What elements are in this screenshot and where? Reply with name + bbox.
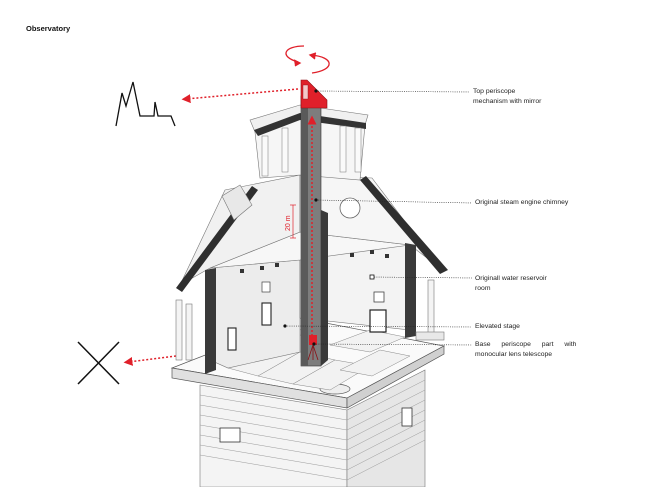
height-dimension: 20 m	[285, 204, 296, 239]
annotation-leaders	[284, 90, 473, 346]
cut-section-walls	[205, 243, 416, 374]
porch-columns	[175, 279, 445, 361]
label-line: Top periscope	[473, 88, 516, 95]
leader-points	[283, 89, 375, 346]
top-periscope-mechanism	[300, 79, 328, 109]
label-water-reservoir: Originall water reservoir room	[475, 274, 547, 293]
label-line: mechanism with mirror	[473, 97, 542, 105]
label-base-periscope: Base periscope part with monocular lens …	[475, 340, 588, 359]
label-line: Elevated stage	[475, 323, 520, 330]
label-line: monocular lens telescope	[475, 350, 553, 358]
cupola	[249, 104, 369, 181]
mansard-roof	[176, 174, 448, 292]
mountain-silhouette-icon	[115, 81, 176, 127]
label-line: Base periscope part with	[475, 341, 577, 348]
chimney	[300, 95, 328, 367]
label-line: room	[475, 284, 491, 292]
view-line-top	[181, 88, 299, 104]
base-periscope-telescope	[307, 335, 319, 361]
label-top-periscope: Top periscope mechanism with mirror	[473, 87, 541, 106]
label-line: Originall water reservoir	[475, 275, 547, 282]
rotation-arrows-icon	[285, 45, 330, 74]
building-lower-tower	[199, 369, 426, 487]
view-line-bottom	[123, 355, 177, 366]
label-line: Original steam engine chimney	[475, 199, 569, 206]
label-chimney: Original steam engine chimney	[475, 198, 568, 208]
dimension-label: 20 m	[285, 215, 292, 231]
label-elevated-stage: Elevated stage	[475, 322, 520, 332]
diagram-title: Observatory	[26, 24, 71, 33]
x-cross-icon	[77, 341, 120, 385]
